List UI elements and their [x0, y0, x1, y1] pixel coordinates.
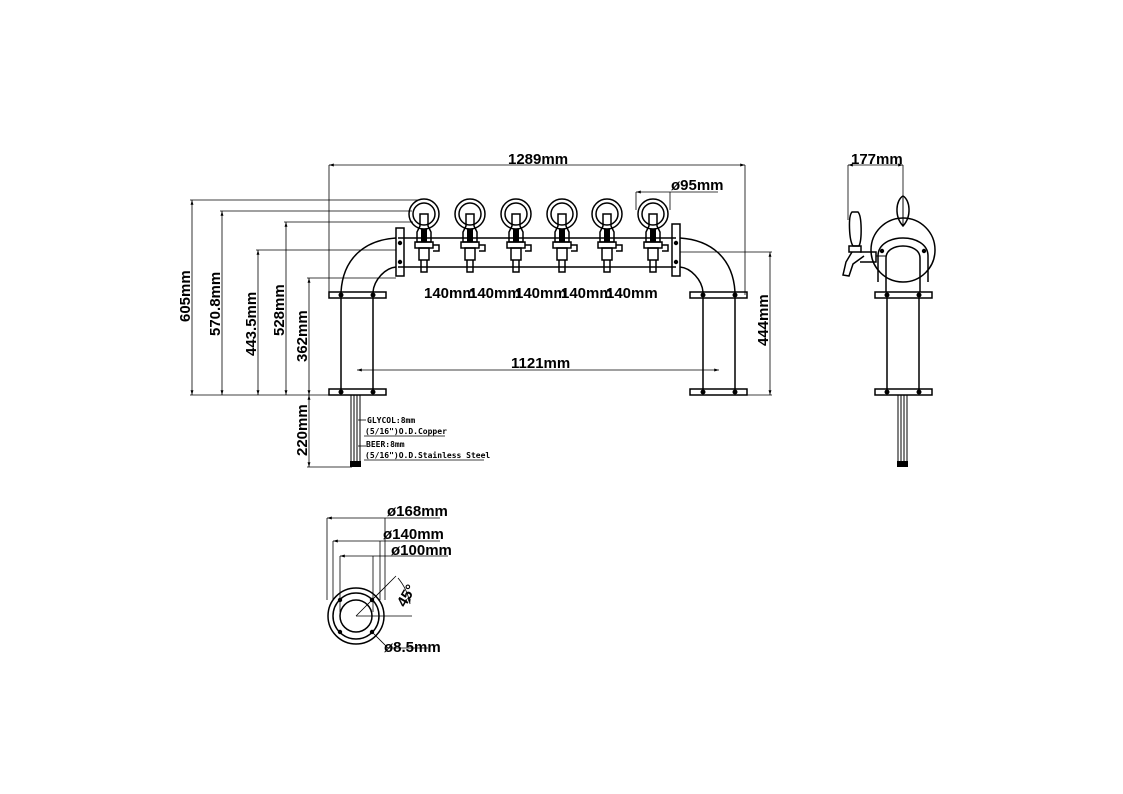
- tap-1: [408, 198, 440, 273]
- right-leg: [702, 298, 736, 389]
- right-flange: [671, 223, 681, 277]
- height-tap-top-label: 570.8mm: [207, 272, 224, 336]
- base-plate-detail: ø168mm ø140mm ø100mm 45°: [326, 503, 452, 656]
- left-base-plate: [328, 388, 387, 396]
- note-stainless: (5/16")O.D.Stainless Steel: [365, 450, 490, 460]
- tap-spacing-1: 140mm: [424, 285, 476, 302]
- tap-5: [591, 198, 623, 273]
- line-notes: GLYCOL:8mm (5/16")O.D.Copper BEER:8mm (5…: [358, 416, 490, 461]
- right-top-plate: [689, 291, 748, 299]
- side-view: 177mm: [842, 151, 936, 467]
- left-top-plate: [328, 291, 387, 299]
- angle-dimension: 45°: [355, 575, 420, 617]
- tap-spacing-5: 140mm: [606, 285, 658, 302]
- outer-diameter-dimension: ø168mm: [326, 503, 448, 600]
- tap-spacing-dimensions: 140mm 140mm 140mm 140mm 140mm: [424, 285, 658, 302]
- side-lines: [897, 395, 908, 467]
- note-copper: (5/16")O.D.Copper: [365, 427, 447, 436]
- taps: [408, 198, 669, 273]
- line-length-label: 220mm: [294, 404, 311, 456]
- side-tap-medallion: [896, 195, 910, 228]
- tap-2: [454, 198, 486, 273]
- right-elbow: [679, 237, 736, 293]
- base-span-dimension: 1121mm: [357, 355, 719, 372]
- right-base-plate: [689, 388, 748, 396]
- depth-label: 177mm: [851, 151, 903, 168]
- note-glycol: GLYCOL:8mm: [367, 416, 415, 425]
- front-view: 1289mm ø95mm: [177, 151, 772, 468]
- height-overall-label: 605mm: [177, 270, 194, 322]
- depth-dimension: 177mm: [847, 151, 904, 220]
- height-dimensions: 605mm 570.8mm 443.5mm 528mm 362mm 220mm: [177, 199, 420, 468]
- inner-diameter-dimension: ø100mm: [339, 542, 452, 612]
- beer-lines: [350, 395, 361, 467]
- horizontal-pipe: [398, 237, 676, 268]
- height-flange-label: 443.5mm: [243, 292, 260, 356]
- bolt-circle-label: ø140mm: [383, 526, 444, 543]
- height-pipe-base-label: 362mm: [294, 310, 311, 362]
- left-leg: [340, 298, 374, 389]
- tap-spacing-4: 140mm: [561, 285, 613, 302]
- angle-label: 45°: [394, 582, 420, 610]
- tap-spacing-3: 140mm: [515, 285, 567, 302]
- right-height-dimension: 444mm: [680, 251, 772, 396]
- overall-width-label: 1289mm: [508, 151, 568, 168]
- bolt-circle-dimension: ø140mm: [332, 526, 444, 600]
- side-pipe-ring: [870, 217, 936, 292]
- left-flange: [395, 227, 405, 277]
- tap-6: [637, 198, 669, 273]
- tap-4: [546, 198, 578, 273]
- overall-width-dimension: 1289mm: [328, 151, 746, 295]
- hole-diameter-label: ø8.5mm: [384, 639, 441, 656]
- tap-3: [500, 198, 532, 273]
- side-base-plate: [874, 388, 933, 396]
- hole-diameter-dimension: ø8.5mm: [371, 631, 441, 656]
- base-span-label: 1121mm: [511, 355, 570, 372]
- height-pipe-top-label: 528mm: [271, 284, 288, 336]
- inner-diameter-label: ø100mm: [391, 542, 452, 559]
- note-beer: BEER:8mm: [366, 440, 405, 449]
- side-leg: [886, 298, 920, 389]
- side-tap-handle: [842, 211, 886, 277]
- outer-diameter-label: ø168mm: [387, 503, 448, 520]
- tap-diameter-dimension: ø95mm: [635, 177, 724, 210]
- left-elbow: [340, 237, 397, 293]
- tap-spacing-2: 140mm: [469, 285, 521, 302]
- side-top-plate: [874, 291, 933, 299]
- height-right-label: 444mm: [755, 294, 772, 346]
- tap-diameter-label: ø95mm: [671, 177, 724, 194]
